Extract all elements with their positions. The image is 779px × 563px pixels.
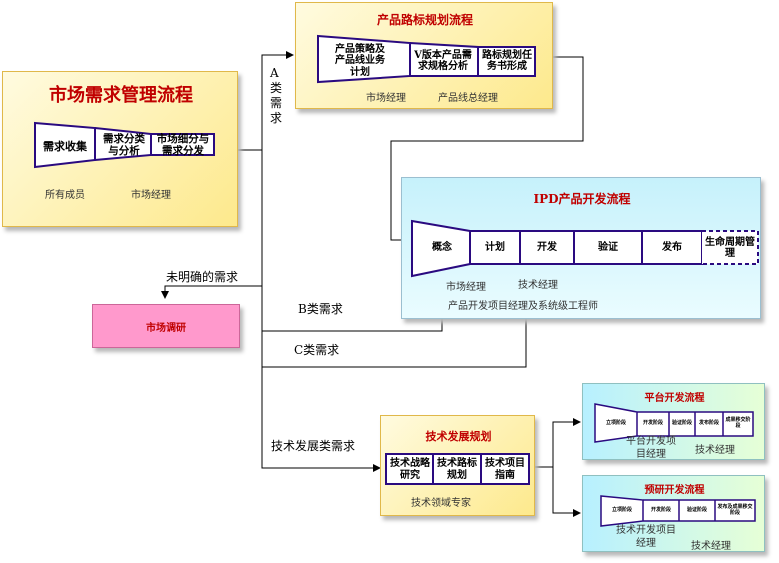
tech-planning-title: 技术发展规划 xyxy=(425,430,492,443)
roadmap-title: 产品路标规划流程 xyxy=(376,13,473,27)
preresearch-stage-1: 立项阶段 xyxy=(611,506,632,513)
ipd-stage-6: 生命周期管理 xyxy=(705,236,755,260)
preresearch-dev-process: 预研开发流程 立项阶段 开发阶段 验证阶段 发布及成果移交阶段 技术开发项目经理… xyxy=(582,475,765,552)
ipd-role-1: 市场经理 xyxy=(446,282,486,293)
platform-role-2: 技术经理 xyxy=(695,445,735,456)
ipd-stage-1: 概念 xyxy=(432,242,452,254)
tech-stage-3: 技术项目指南 xyxy=(485,458,525,481)
line-tech-to-platform xyxy=(533,418,581,468)
platform-stage-2: 开发阶段 xyxy=(642,420,663,427)
ipd-stage-2: 计划 xyxy=(485,242,505,254)
ipd-title: IPD产品开发流程 xyxy=(533,192,631,206)
unclear-demand-label: 未明确的需求 xyxy=(166,270,239,284)
tech-dev-demand-label: 技术发展类需求 xyxy=(271,439,356,453)
market-demand-process: 市场需求管理流程 需求收集 需求分类与分析 市场细分与需求分发 所有成员 市场经… xyxy=(2,71,238,227)
tech-role-1: 技术领域专家 xyxy=(411,498,471,509)
preresearch-title: 预研开发流程 xyxy=(644,485,705,496)
tech-stage-1: 技术战略研究 xyxy=(390,458,430,481)
market-research-title: 市场调研 xyxy=(146,322,186,334)
ipd-stage-5: 发布 xyxy=(662,242,682,254)
line-unclear xyxy=(161,285,262,299)
line-tech-to-preresearch xyxy=(552,467,581,517)
platform-stage-4: 发布阶段 xyxy=(698,420,719,427)
roadmap-role-2: 产品线总经理 xyxy=(438,93,498,104)
roadmap-funnel xyxy=(317,34,536,84)
tech-planning-process: 技术发展规划 技术战略研究 技术路标规划 技术项目指南 技术领域专家 xyxy=(380,415,535,516)
platform-stage-1: 立项阶段 xyxy=(605,420,626,427)
market-funnel xyxy=(34,121,215,169)
roadmap-stage-1: 产品策略及产品线业务计划 xyxy=(335,43,385,78)
preresearch-role-2: 技术经理 xyxy=(691,541,731,552)
preresearch-stage-3: 验证阶段 xyxy=(686,506,707,513)
roadmap-process: 产品路标规划流程 产品策略及产品线业务计划 V版本产品需求规格分析 路标规划任务… xyxy=(295,2,553,109)
platform-dev-process: 平台开发流程 立项阶段 开发阶段 验证阶段 发布阶段 成果移交阶段 平台开发项目… xyxy=(582,383,765,460)
platform-funnel xyxy=(594,403,754,443)
preresearch-stage-2: 开发阶段 xyxy=(650,506,671,513)
platform-stage-3: 验证阶段 xyxy=(671,420,692,427)
ipd-stage-3: 开发 xyxy=(537,242,557,254)
ipd-stage-4: 验证 xyxy=(598,242,618,254)
line-roadmap-to-ipd xyxy=(390,56,584,244)
ipd-process: IPD产品开发流程 概念 计划 开发 验证 发布 生命周期管理 市场经理 技术经… xyxy=(401,177,761,319)
platform-role-1: 平台开发项目经理 xyxy=(626,436,676,460)
line-a-class xyxy=(261,51,294,150)
a-class-label: A类需求 xyxy=(270,66,283,125)
roadmap-stage-2: V版本产品需求规格分析 xyxy=(414,49,472,73)
preresearch-stage-4: 发布及成果移交阶段 xyxy=(717,503,753,516)
market-role-2: 市场经理 xyxy=(131,190,171,201)
ipd-funnel xyxy=(411,219,759,278)
preresearch-role-1: 技术开发项目经理 xyxy=(616,525,676,549)
b-class-label: B类需求 xyxy=(298,302,343,316)
market-stage-1: 需求收集 xyxy=(43,139,87,153)
market-demand-title: 市场需求管理流程 xyxy=(49,85,193,106)
market-role-1: 所有成员 xyxy=(45,190,85,201)
market-stage-3: 市场细分与需求分发 xyxy=(156,132,210,157)
roadmap-role-1: 市场经理 xyxy=(366,93,406,104)
market-research-box: 市场调研 xyxy=(92,304,240,348)
market-stage-2: 需求分类与分析 xyxy=(103,132,145,157)
ipd-role-2: 技术经理 xyxy=(518,280,558,291)
preresearch-funnel xyxy=(600,495,756,527)
c-class-label: C类需求 xyxy=(294,343,340,357)
tech-funnel xyxy=(385,453,530,485)
platform-title: 平台开发流程 xyxy=(644,393,705,404)
tech-stage-2: 技术路标规划 xyxy=(437,458,477,481)
ipd-role-3: 产品开发项目经理及系统级工程师 xyxy=(448,301,598,312)
roadmap-stage-3: 路标规划任务书形成 xyxy=(482,49,532,73)
platform-stage-5: 成果移交阶段 xyxy=(725,417,751,429)
